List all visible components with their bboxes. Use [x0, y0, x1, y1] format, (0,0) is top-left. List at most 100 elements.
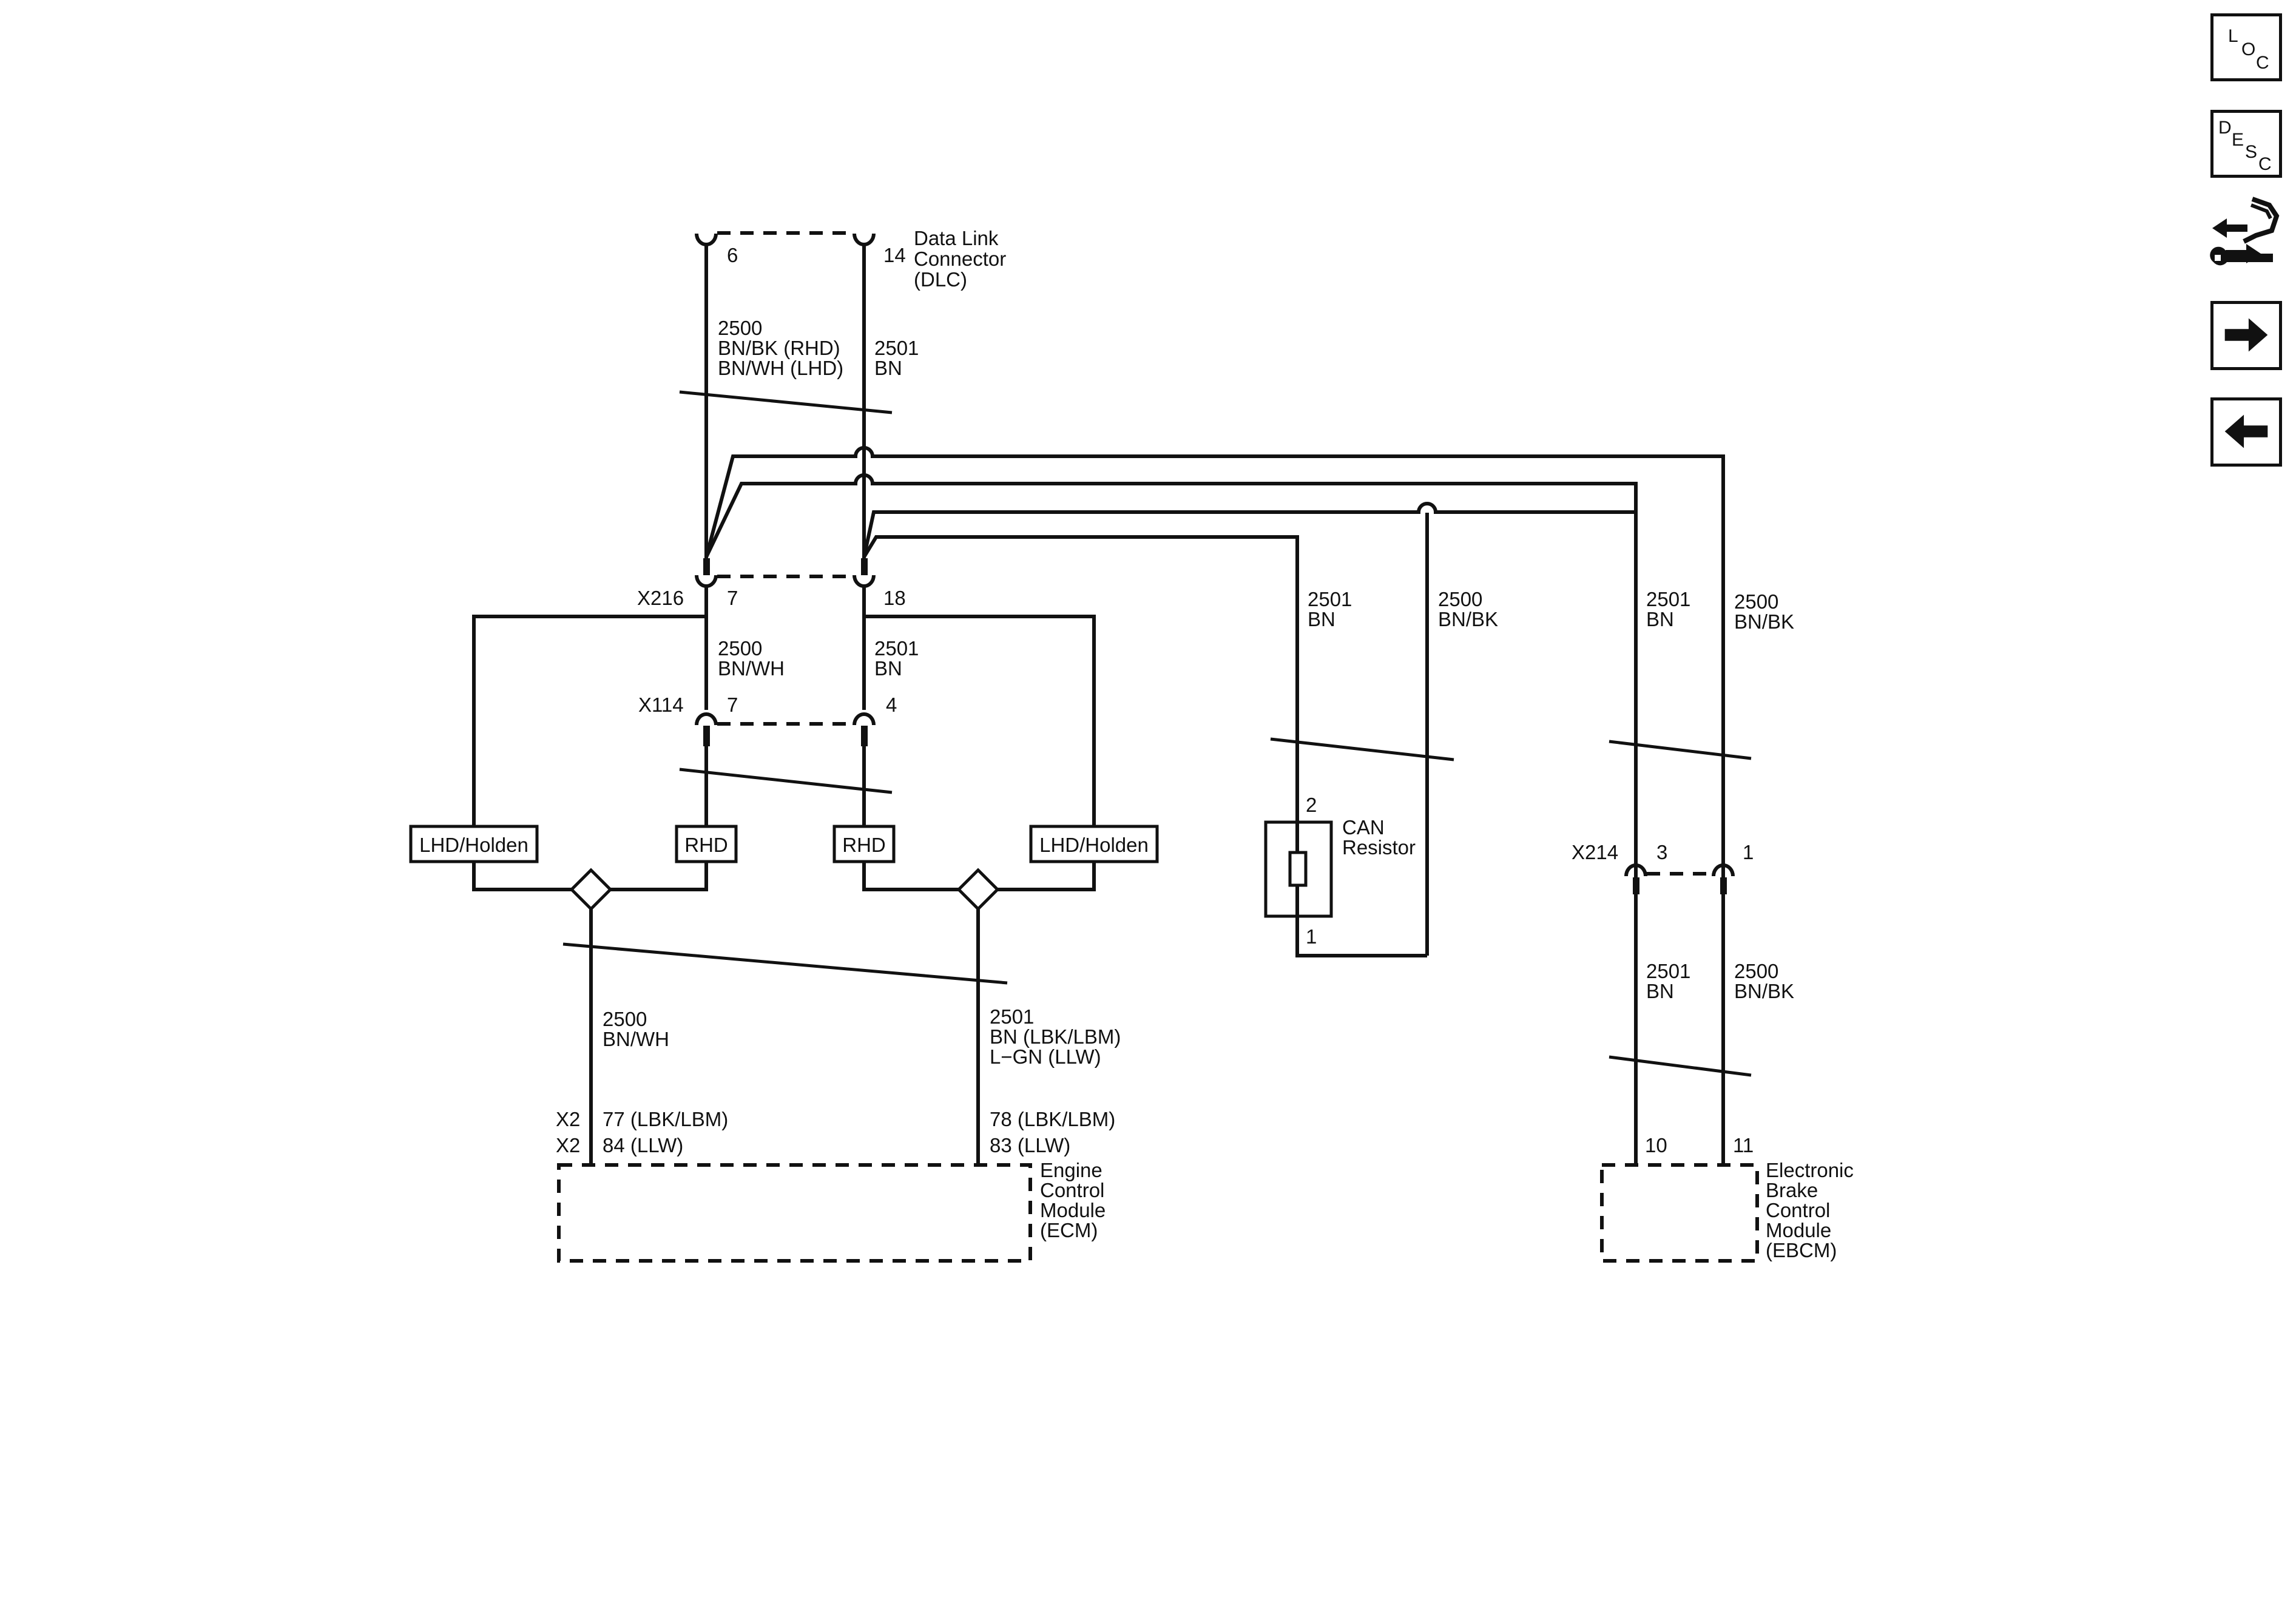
wire-can-right-circuit: 2500 — [1438, 588, 1482, 610]
ecm-name-line-1: Engine — [1040, 1159, 1102, 1181]
x216-connector: X216 7 18 — [637, 558, 906, 609]
wire-ecm-right-color-2: L−GN (LLW) — [990, 1045, 1101, 1068]
splice-diamond-left — [569, 868, 613, 911]
ebcm-name-line-5: (EBCM) — [1766, 1239, 1837, 1261]
wire-can-left-circuit: 2501 — [1308, 588, 1352, 610]
ebcm-name-line-3: Control — [1766, 1199, 1830, 1221]
dlc-connector: 6 14 Data Link Connector (DLC) — [695, 227, 1006, 291]
dlc-pin-left: 6 — [727, 244, 738, 266]
wire-dlc-right-circuit: 2501 — [874, 337, 919, 359]
connector-wrench-icon — [2210, 197, 2280, 266]
wire-ecm-left-circuit: 2500 — [603, 1008, 647, 1030]
splice-diamond-right — [956, 868, 1000, 911]
option-box-lhd-right: LHD/Holden — [1029, 825, 1159, 863]
wire-dlc-left-color-lhd: BN/WH (LHD) — [718, 357, 843, 379]
wire-ebcm-lower-left-circuit: 2501 — [1646, 960, 1690, 982]
wire-dlc-left-color-rhd: BN/BK (RHD) — [718, 337, 840, 359]
can-pin-bottom: 1 — [1306, 925, 1317, 948]
ecm-pin-right-2: 83 (LLW) — [990, 1134, 1070, 1156]
wire-can-right-color: BN/BK — [1438, 608, 1498, 630]
option-merge-wires — [472, 862, 1096, 1165]
x214-label: X214 — [1572, 841, 1618, 863]
desc-letter-4: C — [2258, 154, 2272, 174]
x214-pin-right: 1 — [1743, 841, 1754, 863]
option-box-lhd-left: LHD/Holden — [409, 825, 539, 863]
wire-dlc-right-color: BN — [874, 357, 902, 379]
wire-ebcm-lower-right-circuit: 2500 — [1734, 960, 1778, 982]
wire-ebcm-lower-left-color: BN — [1646, 980, 1674, 1002]
wire-ecm-right-color-1: BN (LBK/LBM) — [990, 1025, 1121, 1048]
x114-pin-left: 7 — [727, 694, 738, 716]
wire-ebcm-upper-left-color: BN — [1646, 608, 1674, 630]
option-box-rhd-right: RHD — [832, 825, 896, 863]
option-label-lhd-right: LHD/Holden — [1039, 834, 1149, 856]
ebcm-name-line-2: Brake — [1766, 1179, 1818, 1201]
loc-letter-3: C — [2256, 53, 2269, 73]
wire-ebcm-upper-right-color: BN/BK — [1734, 610, 1794, 633]
loc-letter-2: O — [2241, 39, 2255, 59]
dlc-wires: 2500 BN/BK (RHD) BN/WH (LHD) 2501 BN — [679, 245, 919, 558]
wire-ebcm-upper-right-circuit: 2500 — [1734, 590, 1778, 613]
previous-page-button[interactable] — [2210, 397, 2282, 467]
ecm-wire-labels: 2500 BN/WH 2501 BN (LBK/LBM) L−GN (LLW) — [603, 1005, 1121, 1068]
ecm-pin-left-1: 77 (LBK/LBM) — [603, 1108, 728, 1130]
ebcm-name-line-4: Module — [1766, 1219, 1831, 1241]
location-view-button[interactable]: L O C — [2210, 13, 2282, 81]
desc-letter-1: D — [2218, 118, 2232, 138]
desc-icon: D E S C — [2218, 118, 2272, 174]
loc-letter-1: L — [2228, 26, 2238, 46]
x216-label: X216 — [637, 587, 684, 609]
x214-pin-left: 3 — [1656, 841, 1667, 863]
arrow-right-icon — [2224, 318, 2268, 352]
option-label-rhd-right: RHD — [842, 834, 886, 856]
x216-pin-right: 18 — [883, 587, 906, 609]
ecm-connector-2: X2 — [556, 1134, 580, 1156]
can-pin-top: 2 — [1306, 794, 1317, 816]
can-resistor-name-2: Resistor — [1342, 836, 1416, 859]
ebcm-module: 10 11 Electronic Brake Control Module (E… — [1600, 1134, 1854, 1263]
x114-pin-right: 4 — [886, 694, 897, 716]
ecm-pin-left-2: 84 (LLW) — [603, 1134, 683, 1156]
dlc-name-line-2: Connector — [914, 248, 1006, 270]
ebcm-pin-right: 11 — [1733, 1134, 1754, 1156]
bus-branch-wires — [704, 446, 1725, 956]
option-label-rhd-left: RHD — [684, 834, 728, 856]
wire-can-left-color: BN — [1308, 608, 1335, 630]
wire-x216-right-circuit: 2501 — [874, 637, 919, 660]
wire-ebcm-upper-left-circuit: 2501 — [1646, 588, 1690, 610]
x216-pin-left: 7 — [727, 587, 738, 609]
ecm-module: X2 77 (LBK/LBM) X2 84 (LLW) 78 (LBK/LBM)… — [556, 1108, 1115, 1263]
wire-ecm-left-color: BN/WH — [603, 1028, 669, 1050]
can-resistor-name-1: CAN — [1342, 816, 1385, 839]
wire-x216-right-color: BN — [874, 657, 902, 680]
x114-label: X114 — [638, 694, 684, 716]
ecm-connector-1: X2 — [556, 1108, 580, 1130]
ebcm-name-line-1: Electronic — [1766, 1159, 1854, 1181]
x216-x114-wires: 2500 BN/WH 2501 BN — [472, 587, 1096, 826]
wire-x216-left-circuit: 2500 — [718, 637, 762, 660]
desc-letter-2: E — [2232, 130, 2244, 150]
wire-dlc-left-circuit: 2500 — [718, 317, 762, 339]
wire-ecm-right-circuit: 2501 — [990, 1005, 1034, 1028]
wire-ebcm-lower-right-color: BN/BK — [1734, 980, 1794, 1002]
ecm-name-line-2: Control — [1040, 1179, 1104, 1201]
ecm-pin-right-1: 78 (LBK/LBM) — [990, 1108, 1115, 1130]
ecm-name-line-3: Module — [1040, 1199, 1106, 1221]
arrow-left-icon — [2224, 414, 2268, 448]
dlc-name-line-3: (DLC) — [914, 268, 967, 291]
description-view-button[interactable]: D E S C — [2210, 110, 2282, 178]
connector-tools-button[interactable] — [2209, 194, 2284, 279]
dlc-pin-right: 14 — [883, 244, 906, 266]
next-page-button[interactable] — [2210, 301, 2282, 370]
ebcm-branch: 2501 BN 2500 BN/BK X214 3 1 2501 BN 2500… — [1572, 588, 1794, 1165]
loc-icon: L O C — [2228, 26, 2269, 73]
ecm-name-line-4: (ECM) — [1040, 1219, 1098, 1241]
ebcm-pin-left: 10 — [1645, 1134, 1667, 1156]
dlc-name-line-1: Data Link — [914, 227, 999, 249]
option-box-rhd-left: RHD — [675, 825, 738, 863]
x114-connector: X114 7 4 — [638, 694, 897, 746]
wire-x216-left-color: BN/WH — [718, 657, 785, 680]
x114-wires — [679, 746, 893, 826]
desc-letter-3: S — [2245, 142, 2257, 162]
